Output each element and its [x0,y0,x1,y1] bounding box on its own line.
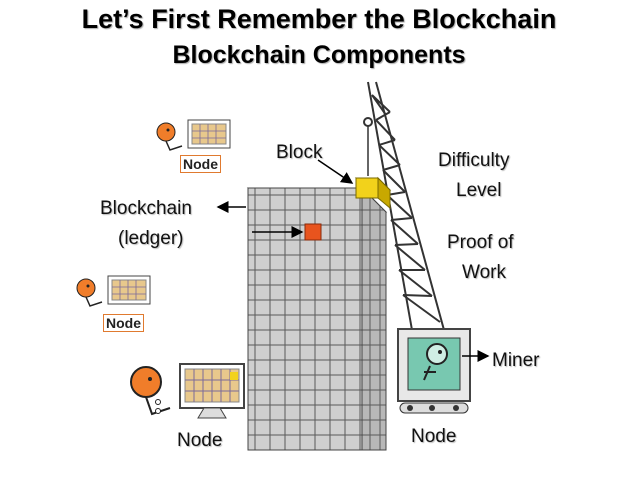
difficulty-level-label: Level [456,180,502,201]
ledger-block-highlight [304,223,322,241]
yellow-block [354,176,392,210]
blockchain-label: Blockchain [100,198,192,219]
block-arrow [317,159,354,184]
node-top-label: Node [180,155,221,173]
miner-label: Miner [492,350,540,371]
difficulty-label: Difficulty [438,150,510,171]
node-top [156,119,231,151]
work-label: Work [462,262,506,283]
slide-title: Let’s First Remember the Blockchain [81,4,557,34]
miner-cab [397,328,471,414]
proof-of-label: Proof of [447,232,514,253]
node-middle-label: Node [103,314,144,332]
node-bottom-left [130,363,245,419]
node-middle [76,275,151,307]
block-label: Block [276,142,323,163]
ledger-label: (ledger) [118,228,184,249]
ledger-building [246,186,388,451]
slide-subtitle: Blockchain Components [172,41,466,69]
node-bottom-left-label: Node [177,430,223,451]
node-bottom-right-label: Node [411,426,457,447]
